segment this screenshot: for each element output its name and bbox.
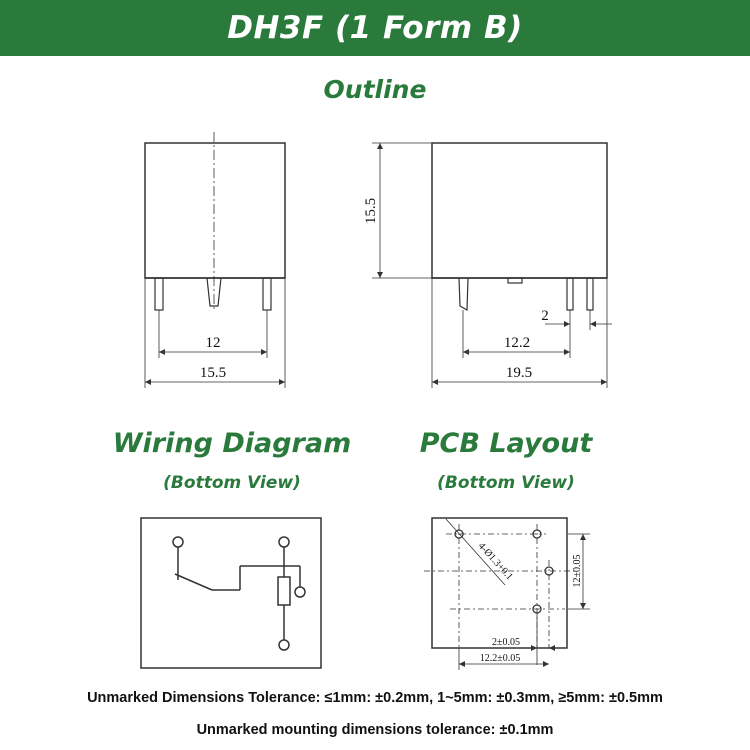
side-width-label: 19.5 [506,365,532,381]
pcb-layout-heading: PCB Layout [419,428,593,459]
pcb-pin-gap-label: 2±0.05 [492,637,520,648]
terminal-right [294,586,306,598]
coil-symbol [277,576,291,606]
front-pin-pitch-label: 12 [206,335,221,351]
terminal-bottom [278,639,290,651]
pcb-hole-1 [454,529,464,539]
wiring-diagram [140,517,322,669]
outline-heading: Outline [323,75,427,104]
wiring-frame [140,517,322,669]
terminal-top-right [278,536,290,548]
hole-leader-line [445,518,506,586]
pcb-bottom-view-label: (Bottom View) [437,473,575,493]
outline-side-view [372,142,612,388]
pcb-hole-2 [532,529,542,539]
relay-body-front [144,142,286,279]
side-height-label: 15.5 [363,198,379,224]
pcb-layout [424,517,590,670]
relay-body-side [431,142,608,279]
pin-left [154,277,164,311]
pcb-hole-spec-label: 4-Ø1.3+0.1 [476,541,515,583]
pcb-outline [431,517,568,649]
pin-center [206,277,222,307]
pcb-pin-span-label: 12.2±0.05 [480,653,521,664]
pcb-height-label: 12±0.05 [572,555,583,588]
side-pin-1 [566,277,574,311]
page-title: DH3F (1 Form B) [227,10,523,46]
outline-front-view [144,132,286,388]
wiring-bottom-view-label: (Bottom View) [163,473,301,493]
side-pin-left [458,277,469,312]
side-pin-2 [586,277,594,311]
pcb-hole-3 [544,566,554,576]
side-pin-span-label: 12.2 [504,335,530,351]
front-width-label: 15.5 [200,365,226,381]
terminal-top-left [172,536,184,548]
pcb-hole-4 [532,604,542,614]
mounting-tolerance-note: Unmarked mounting dimensions tolerance: … [196,722,554,738]
side-pin-gap-label: 2 [541,308,549,324]
pin-right [262,277,272,311]
nc-contact-arm [174,573,213,591]
wiring-diagram-heading: Wiring Diagram [112,428,352,459]
tolerance-note: Unmarked Dimensions Tolerance: ≤1mm: ±0.… [87,690,663,706]
title-banner: DH3F (1 Form B) [0,0,750,56]
